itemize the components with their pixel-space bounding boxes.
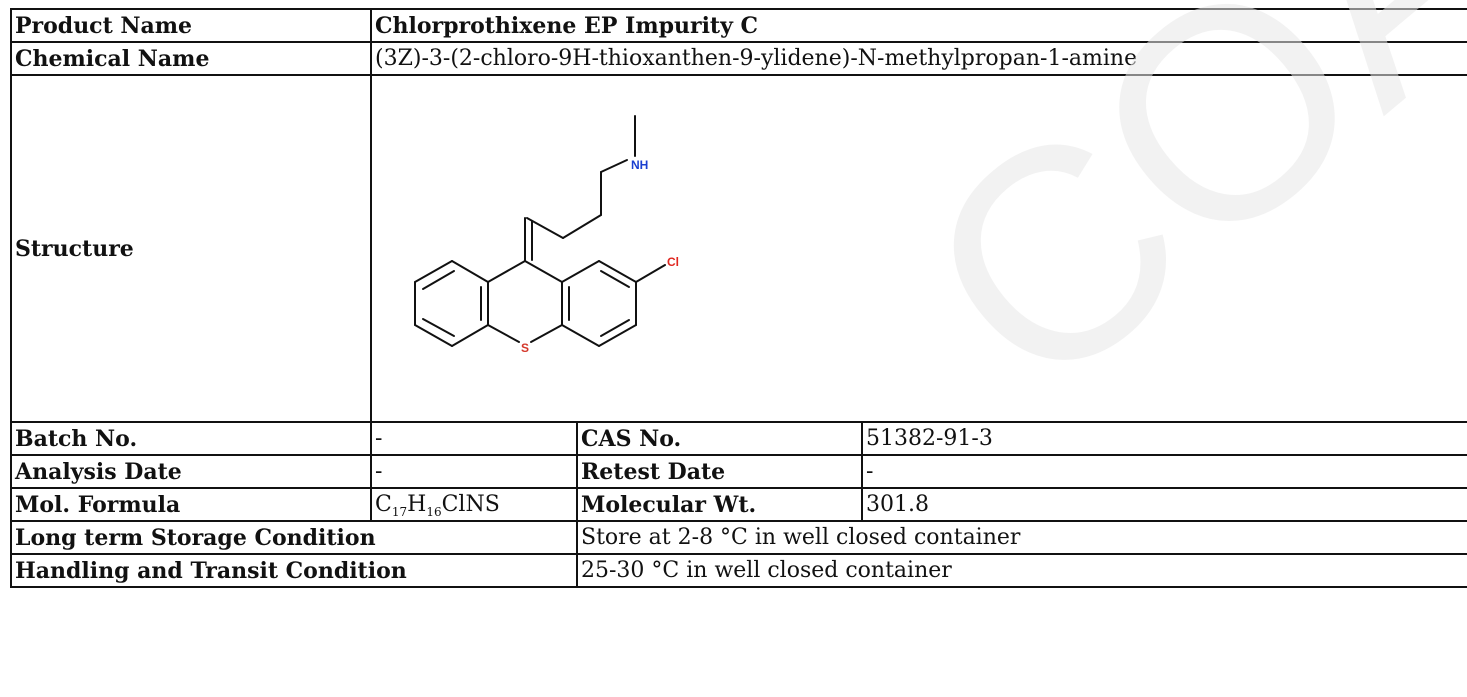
row-dates: Analysis Date - Retest Date - bbox=[10, 454, 1467, 489]
batch-no-label: Batch No. bbox=[10, 421, 372, 456]
cas-no-value: 51382-91-3 bbox=[860, 421, 1467, 456]
coa-table: Product Name Chlorprothixene EP Impurity… bbox=[10, 8, 1467, 588]
formula-c-count: 17 bbox=[391, 504, 408, 519]
analysis-date-label: Analysis Date bbox=[10, 454, 372, 489]
product-name-label: Product Name bbox=[10, 8, 372, 43]
formula-h: H bbox=[407, 491, 427, 517]
chemical-name-value: (3Z)-3-(2-chloro-9H-thioxanthen-9-yliden… bbox=[369, 41, 1467, 76]
handling-value: 25-30 °C in well closed container bbox=[575, 553, 1467, 588]
cas-no-label: CAS No. bbox=[576, 421, 863, 456]
formula-c: C bbox=[375, 491, 392, 517]
analysis-date-value: - bbox=[370, 454, 578, 489]
row-chemical-name: Chemical Name (3Z)-3-(2-chloro-9H-thioxa… bbox=[10, 41, 1467, 76]
structure-image-cell: NH Cl S bbox=[369, 74, 1467, 423]
handling-label: Handling and Transit Condition bbox=[10, 553, 578, 588]
row-handling: Handling and Transit Condition 25-30 °C … bbox=[10, 553, 1467, 588]
row-formula-weight: Mol. Formula C17H16ClNS Molecular Wt. 30… bbox=[10, 487, 1467, 522]
mol-wt-value: 301.8 bbox=[860, 487, 1467, 522]
formula-h-count: 16 bbox=[426, 504, 442, 519]
batch-no-value: - bbox=[370, 421, 578, 456]
atom-s-label: S bbox=[521, 341, 529, 355]
retest-date-value: - bbox=[860, 454, 1467, 489]
chemical-name-label: Chemical Name bbox=[10, 41, 372, 76]
row-structure: Structure bbox=[10, 74, 1467, 423]
structure-label: Structure bbox=[10, 74, 372, 423]
mol-formula-label: Mol. Formula bbox=[10, 487, 372, 522]
mol-formula-value: C17H16ClNS bbox=[370, 487, 578, 522]
product-name-value: Chlorprothixene EP Impurity C bbox=[369, 8, 1467, 43]
row-batch-cas: Batch No. - CAS No. 51382-91-3 bbox=[10, 421, 1467, 456]
retest-date-label: Retest Date bbox=[576, 454, 863, 489]
atom-cl-label: Cl bbox=[667, 255, 679, 269]
formula-rest: ClNS bbox=[441, 491, 500, 517]
chemical-structure-diagram: NH Cl S bbox=[414, 115, 679, 355]
storage-label: Long term Storage Condition bbox=[10, 520, 578, 555]
row-storage: Long term Storage Condition Store at 2-8… bbox=[10, 520, 1467, 555]
row-product-name: Product Name Chlorprothixene EP Impurity… bbox=[10, 8, 1467, 43]
storage-value: Store at 2-8 °C in well closed container bbox=[575, 520, 1467, 555]
mol-wt-label: Molecular Wt. bbox=[576, 487, 863, 522]
atom-nh-label: NH bbox=[631, 158, 648, 172]
